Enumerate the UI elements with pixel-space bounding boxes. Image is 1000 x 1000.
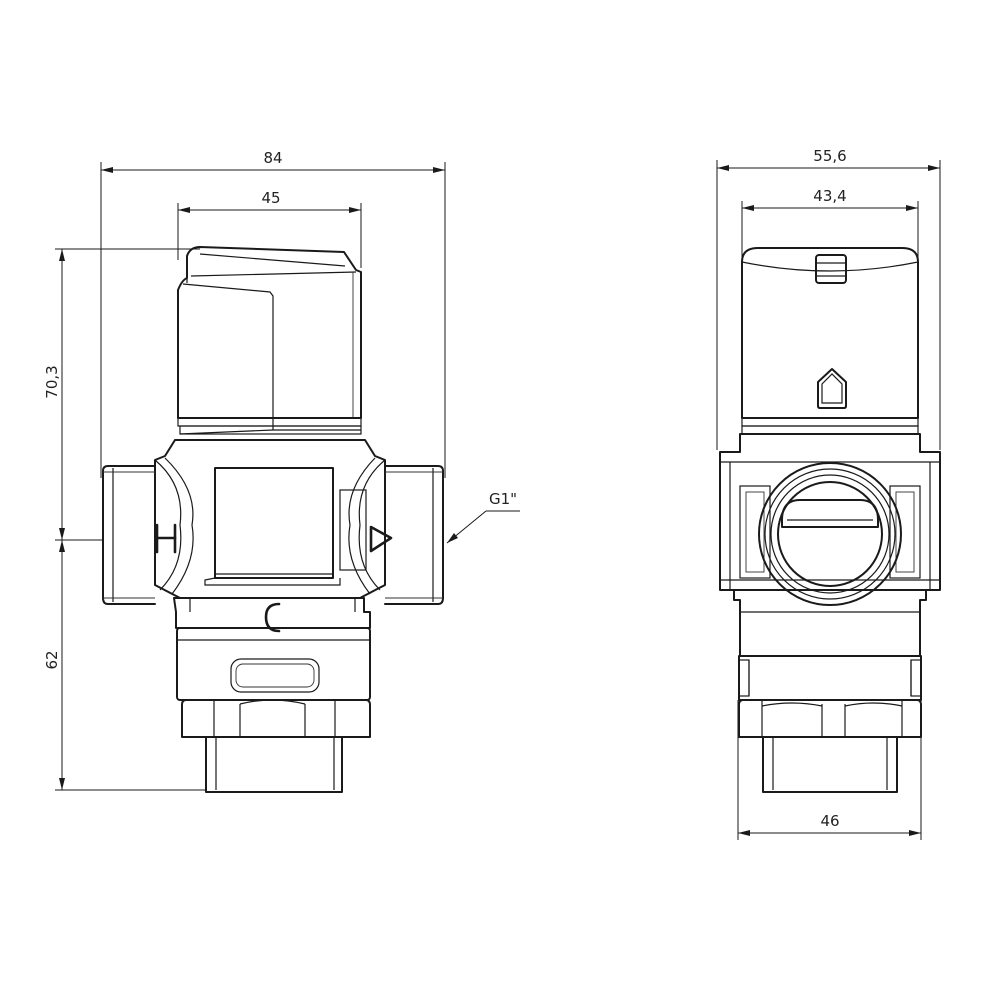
dim-side-total-width-label: 55,6	[813, 147, 846, 165]
cold-port-mark: C	[264, 602, 281, 633]
dim-front-upper-height-label: 70,3	[43, 365, 61, 398]
dim-front-total-width: 84	[100, 149, 446, 478]
dim-front-lower-height-label: 62	[43, 650, 61, 669]
dim-side-cap-width-label: 43,4	[813, 187, 846, 205]
dim-side-bottom-width: 46	[737, 700, 922, 840]
front-body	[154, 439, 386, 599]
side-cap	[741, 247, 919, 435]
home-shape-icon	[817, 368, 847, 409]
front-view: 84 45 70,3 62	[43, 149, 520, 793]
flow-direction-icon	[369, 525, 393, 553]
dim-side-cap-width: 43,4	[741, 187, 919, 260]
dim-side-total-width: 55,6	[716, 147, 941, 450]
thread-label: G1"	[489, 490, 517, 508]
front-lower-fitting	[173, 597, 371, 793]
front-right-port	[384, 465, 444, 605]
hot-port-mark: H	[155, 523, 177, 554]
front-left-port	[102, 465, 156, 605]
dim-front-cap-width: 45	[177, 189, 362, 268]
side-lower-fitting	[733, 589, 927, 793]
dim-front-cap-width-label: 45	[261, 189, 280, 207]
thread-leader: G1"	[446, 490, 520, 544]
side-body	[719, 433, 941, 606]
dim-front-total-width-label: 84	[263, 149, 282, 167]
dim-side-bottom-width-label: 46	[820, 812, 839, 830]
dim-front-upper-height: 70,3	[43, 248, 200, 541]
front-cap	[177, 246, 362, 435]
side-view: 55,6 43,4 46	[716, 147, 941, 840]
dim-front-lower-height: 62	[43, 540, 206, 791]
